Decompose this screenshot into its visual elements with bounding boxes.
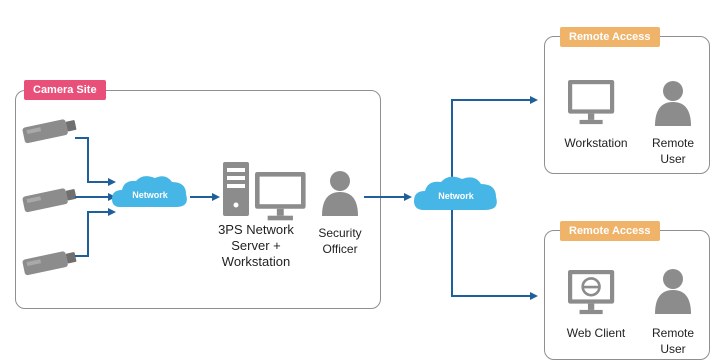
remote-user-icon [655, 81, 691, 126]
officer-label-line-2: Officer [322, 242, 358, 256]
remote-workstation-icon [568, 80, 615, 125]
network-cloud-label: Network [132, 190, 168, 200]
camera-link-top [75, 137, 116, 186]
camera-site-box [15, 90, 381, 309]
camera-link-bottom [75, 208, 116, 257]
web-client-icon [568, 270, 615, 315]
remote-access-bottom-tag: Remote Access [560, 221, 660, 241]
server-label-line-1: 3PS Network [218, 222, 294, 237]
remote-user-label-line-1: Remote [651, 136, 695, 150]
network-to-remote-bottom-link [451, 197, 538, 300]
camera-icon [22, 248, 78, 276]
security-officer-icon [322, 171, 358, 216]
remote-workstation-label: Workstation [564, 136, 628, 150]
camera-site-tag: Camera Site [24, 80, 106, 100]
web-client-label: Web Client [566, 326, 626, 340]
camera-icon [22, 185, 78, 213]
officer-label-line-1: Security [318, 226, 362, 240]
remote-user-bottom-label-line-2: User [660, 342, 686, 356]
server-label-line-3: Workstation [221, 254, 291, 269]
server-tower-icon [223, 162, 249, 216]
center-network-cloud-label: Network [438, 191, 474, 201]
camera-icon [22, 116, 78, 144]
workstation-monitor-icon [255, 172, 306, 221]
server-label-line-2: Server + [231, 238, 281, 253]
remote-user-bottom-label-line-1: Remote [651, 326, 695, 340]
remote-user-label-line-2: User [660, 152, 686, 166]
remote-access-top-tag: Remote Access [560, 27, 660, 47]
remote-user-icon-bottom [655, 269, 691, 314]
network-cloud-icon [112, 176, 187, 207]
center-network-cloud-icon [414, 176, 497, 210]
